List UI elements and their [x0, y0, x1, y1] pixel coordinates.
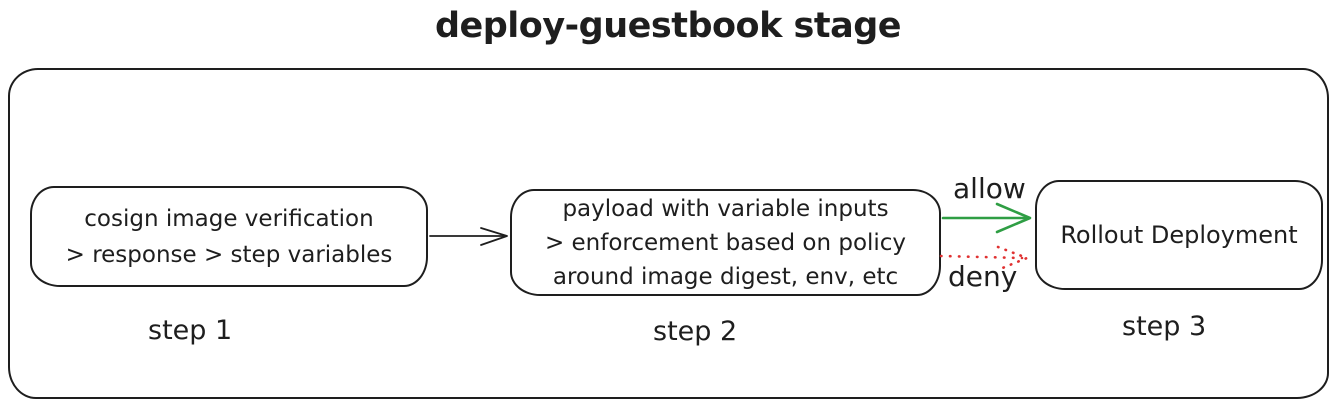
node-step-3-line-1: Rollout Deployment	[1060, 221, 1298, 249]
node-step-2-line-2: > enforcement based on policy	[544, 229, 907, 256]
step-3-caption: step 3	[1122, 311, 1207, 342]
deny-edge-label: deny	[948, 260, 1018, 293]
diagram-title: deploy-guestbook stage	[434, 6, 902, 46]
node-step-1: cosign image verification > response > s…	[30, 186, 428, 287]
step-1-caption: step 1	[148, 315, 233, 346]
step-2-caption: step 2	[653, 316, 738, 347]
node-step-2-line-3: around image digest, env, etc	[552, 263, 899, 290]
node-step-1-line-2: > response > step variables	[65, 241, 393, 268]
stage-boundary-box	[8, 68, 1329, 399]
node-step-2-line-1: payload with variable inputs	[562, 195, 889, 222]
node-step-3: Rollout Deployment	[1035, 180, 1323, 290]
node-step-2: payload with variable inputs > enforceme…	[510, 189, 941, 296]
node-step-1-line-1: cosign image verification	[84, 205, 374, 232]
allow-edge-label: allow	[953, 172, 1026, 205]
